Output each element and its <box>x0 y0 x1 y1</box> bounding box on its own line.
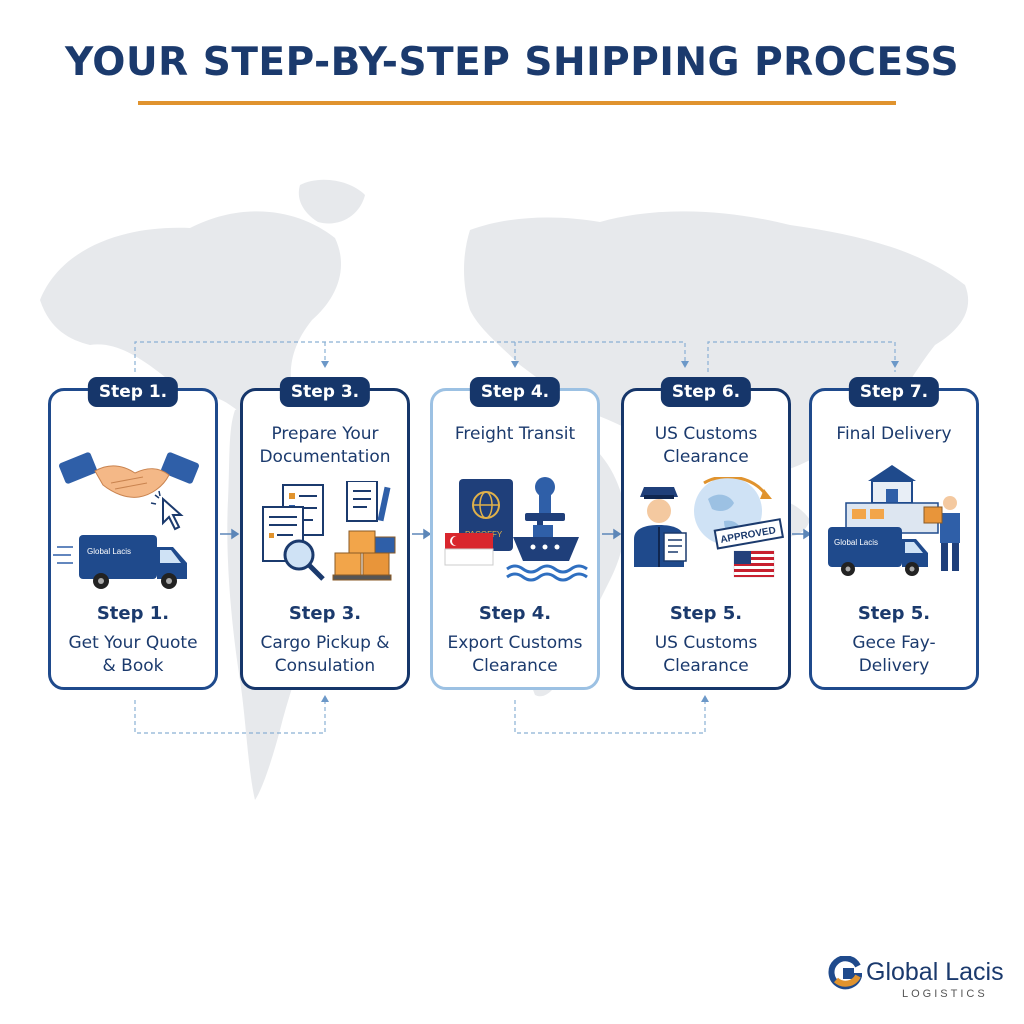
us-flag-icon <box>733 550 775 578</box>
customs-officer-icon <box>634 487 687 567</box>
logo-tagline: LOGISTICS <box>902 988 988 1000</box>
step-badge: Step 6. <box>660 377 752 407</box>
connector-arrow <box>321 361 329 368</box>
connector-bottom-left <box>134 700 326 734</box>
connector-top-left <box>134 341 686 372</box>
logo-g-icon <box>828 956 862 990</box>
connector-top-right <box>707 341 896 372</box>
step-card-2: Step 3. Prepare Your Documentation <box>240 377 410 690</box>
step-header: Freight Transit <box>454 424 576 444</box>
delivery-van-icon: Global Lacis <box>828 527 928 576</box>
step-header: Final Delivery <box>836 424 952 444</box>
cursor-icon <box>150 490 184 531</box>
step-number: Step 4. <box>478 603 552 624</box>
connector-arrow <box>681 361 689 368</box>
step-number: Step 3. <box>288 603 362 624</box>
van-brand-text: Global Lacis <box>834 538 878 547</box>
title-underline <box>138 101 896 105</box>
step-illustration: APPROVED <box>624 475 788 591</box>
stamp-icon <box>525 477 565 521</box>
magnifier-icon <box>283 539 325 581</box>
page-title: YOUR STEP-BY-STEP SHIPPING PROCESS <box>64 40 960 85</box>
step-card-4: Step 6. US Customs Clearance <box>621 377 791 690</box>
step-illustration: PACOFFY <box>433 475 597 591</box>
step-number: Step 1. <box>96 603 170 624</box>
step-card-3: Step 4. Freight Transit PACOFFY <box>430 377 600 690</box>
step-label: Export Customs Clearance <box>447 633 583 676</box>
step-illustration: Global Lacis <box>812 463 976 591</box>
step-card-5: Step 7. Final Delivery Global Lacis <box>809 377 979 690</box>
van-brand-text: Global Lacis <box>87 547 131 556</box>
step-badge: Step 3. <box>279 377 371 407</box>
step-illustration <box>243 480 407 591</box>
company-logo: Global Lacis LOGISTICS <box>828 954 1008 1004</box>
step-badge: Step 7. <box>848 377 940 407</box>
step-card-1: Step 1. Global Lacis Ste <box>48 377 218 690</box>
connector-arrow <box>701 695 709 702</box>
step-label: Get Your Quote & Book <box>68 633 198 676</box>
ship-icon <box>506 517 588 582</box>
singapore-flag-icon <box>444 533 494 566</box>
step-badge: Step 4. <box>469 377 561 407</box>
step-label: Gece Fay- Delivery <box>852 633 936 676</box>
connector-arrow <box>891 361 899 368</box>
cargo-boxes-icon <box>332 530 396 581</box>
connector-bottom-right <box>514 700 706 734</box>
step-number: Step 5. <box>669 603 743 624</box>
approved-stamp-icon: APPROVED <box>713 518 785 550</box>
connector-arrow <box>321 695 329 702</box>
step-header: US Customs Clearance <box>654 424 758 467</box>
courier-icon <box>923 496 960 571</box>
document-pen-icon <box>346 480 391 522</box>
step-badge: Step 1. <box>87 377 179 407</box>
step-number: Step 5. <box>857 603 931 624</box>
step-label: Cargo Pickup & Consulation <box>260 633 390 676</box>
delivery-van-icon: Global Lacis <box>53 535 187 589</box>
step-header: Prepare Your Documentation <box>259 424 391 467</box>
connector-arrow <box>511 361 519 368</box>
step-label: US Customs Clearance <box>654 633 758 676</box>
logo-name: Global Lacis <box>866 958 1004 986</box>
handshake-icon <box>59 452 199 498</box>
step-illustration: Global Lacis <box>51 451 215 591</box>
